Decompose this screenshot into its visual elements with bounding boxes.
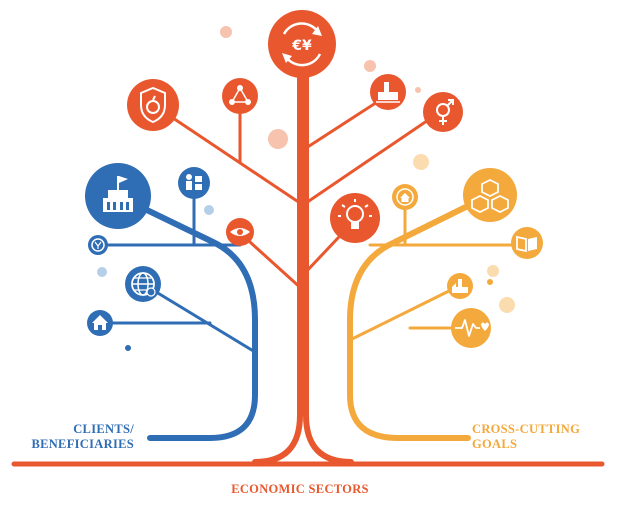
network-icon: [222, 78, 258, 114]
home-badge-icon: [392, 184, 418, 210]
government-building-icon: [85, 163, 151, 229]
currency-exchange-icon: €¥: [268, 10, 336, 78]
blue-branches: [96, 190, 258, 441]
house-icon: [87, 310, 113, 336]
book-icon: [511, 227, 543, 259]
decorative-dots: [97, 26, 515, 351]
cubes-icon: [463, 168, 517, 222]
clients-label-line1: CLIENTS/: [73, 422, 134, 436]
clients-label-line2: BENEFICIARIES: [31, 437, 134, 451]
red-branches: [153, 47, 442, 465]
heartbeat-icon: [451, 308, 491, 348]
currency-coin-icon: [88, 235, 108, 255]
crosscutting-label-line1: CROSS-CUTTING: [472, 422, 581, 436]
globe-icon: [125, 266, 161, 302]
cross-cutting-goals-label: CROSS-CUTTING GOALS: [472, 422, 612, 452]
factory-icon: [370, 74, 406, 110]
lightbulb-icon: [330, 193, 380, 243]
yellow-branches: [347, 192, 529, 441]
economic-sectors-label: ECONOMIC SECTORS: [231, 482, 369, 496]
crosscutting-label-line2: GOALS: [472, 437, 518, 451]
clients-beneficiaries-label: CLIENTS/ BENEFICIARIES: [14, 422, 134, 452]
eye-icon: [226, 218, 254, 246]
industry-icon: [447, 273, 473, 299]
svg-text:€¥: €¥: [291, 38, 312, 54]
gender-icon: [423, 92, 463, 132]
health-apple-shield-icon: [127, 79, 179, 131]
people-boxes-icon: [178, 167, 210, 199]
